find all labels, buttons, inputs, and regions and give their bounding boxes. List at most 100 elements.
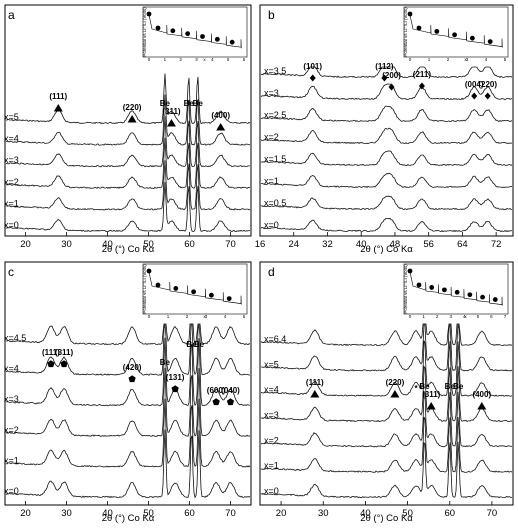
xrd-trace — [5, 116, 251, 168]
composition-label: x=1 — [264, 461, 279, 471]
inset-x-label: x — [464, 314, 467, 319]
inset-x-tick: 0 — [148, 314, 151, 319]
inset-point — [492, 297, 498, 302]
composition-label: x=2 — [264, 132, 279, 142]
peak-marker — [53, 104, 63, 112]
xrd-trace — [5, 323, 250, 346]
peak-label: (111) — [42, 348, 60, 357]
xrd-trace — [260, 150, 513, 167]
x-tick-label: 16 — [255, 239, 266, 250]
panel-frame — [259, 261, 514, 506]
peak-label: (600) — [207, 386, 226, 395]
peak-marker — [477, 402, 487, 410]
peak-label: Be — [194, 340, 205, 349]
inset-frame — [403, 6, 509, 58]
inset-frame — [403, 263, 509, 315]
peak-label: (211) — [413, 70, 432, 79]
peak-marker — [381, 74, 388, 82]
inset-point — [487, 39, 493, 44]
peak-label: Be — [445, 382, 456, 391]
peak-marker — [390, 390, 400, 398]
inset-x-tick: 5 — [227, 57, 230, 62]
inset-x-tick: 2 — [447, 57, 450, 62]
peak-label: (311) — [55, 348, 74, 357]
inset-x-tick: 1 — [164, 57, 167, 62]
inset-curve — [409, 271, 503, 306]
inset-x-tick: 4 — [224, 314, 227, 319]
xrd-trace — [5, 160, 251, 211]
inset-point — [434, 29, 440, 34]
x-axis-label: 2θ (°) Co Kα — [102, 244, 155, 255]
inset-x-tick: 4 — [485, 57, 488, 62]
xrd-trace — [260, 83, 513, 101]
composition-label: x=2.5 — [264, 110, 286, 120]
x-tick-label: 40 — [102, 508, 113, 519]
inset-y-label: Potential vs Li⁺/Li (Volts) — [142, 264, 147, 314]
xrd-trace — [5, 337, 251, 407]
composition-label: x=4 — [264, 385, 279, 395]
xrd-trace — [260, 172, 513, 189]
inset-point — [185, 31, 191, 37]
xrd-trace — [260, 365, 513, 423]
inset-point — [229, 39, 235, 45]
peak-marker — [128, 375, 136, 383]
x-tick-label: 60 — [184, 508, 195, 519]
composition-label: x=1 — [4, 198, 19, 208]
peak-label: (040) — [221, 386, 240, 395]
panel-frame — [4, 261, 252, 506]
x-tick-label: 50 — [402, 508, 413, 519]
x-tick-label: 50 — [143, 508, 154, 519]
peak-marker — [471, 92, 478, 100]
x-tick-label: 30 — [318, 508, 329, 519]
inset-x-tick: 7 — [504, 314, 507, 319]
xrd-trace — [5, 73, 251, 125]
composition-label: x=3.5 — [264, 66, 286, 76]
inset-point — [407, 268, 413, 274]
x-axis-label: 2θ (°) Co Kα — [102, 513, 155, 524]
peak-label: Be — [160, 99, 171, 108]
xrd-trace — [260, 416, 513, 473]
inset-x-tick: 2 — [436, 314, 439, 319]
inset-x-tick: 1 — [422, 314, 425, 319]
inset-x-label: x — [203, 314, 206, 319]
xrd-trace — [5, 429, 251, 499]
peak-label: Be — [184, 99, 195, 108]
composition-label: x=5 — [264, 359, 279, 369]
inset-x-tick: 1 — [428, 57, 431, 62]
inset-point — [214, 36, 220, 42]
composition-label: x=2 — [4, 425, 19, 435]
inset-x-tick: 4 — [463, 314, 466, 319]
inset-point — [416, 282, 422, 288]
panel-label: c — [8, 265, 14, 279]
peak-label: (111) — [49, 92, 67, 101]
x-tick-label: 70 — [487, 508, 498, 519]
peak-label: (220) — [386, 378, 405, 387]
xrd-trace — [260, 323, 513, 347]
inset-curve — [148, 271, 242, 305]
x-tick-label: 60 — [184, 239, 195, 250]
inset-y-label: Potential vs Li⁺/Li (Volts) — [403, 7, 408, 57]
xrd-trace — [260, 105, 513, 123]
inset-point — [407, 11, 413, 17]
peak-marker — [418, 82, 425, 90]
xrd-trace — [260, 195, 513, 211]
inset-x-tick: 0 — [409, 57, 412, 62]
inset-x-tick: 5 — [504, 57, 507, 62]
inset-point — [146, 11, 152, 17]
composition-label: x=3 — [264, 88, 279, 98]
panel-frame — [4, 4, 252, 237]
inset-point — [467, 292, 473, 298]
inset-x-label: x — [464, 57, 467, 62]
x-tick-label: 40 — [102, 239, 113, 250]
peak-label: (200) — [382, 71, 401, 80]
xrd-trace — [260, 340, 513, 397]
inset-point — [442, 287, 447, 293]
inset-point — [191, 289, 197, 295]
xrd-trace — [5, 367, 251, 437]
inset-x-tick: 2 — [179, 57, 182, 62]
peak-label: (400) — [472, 390, 491, 399]
